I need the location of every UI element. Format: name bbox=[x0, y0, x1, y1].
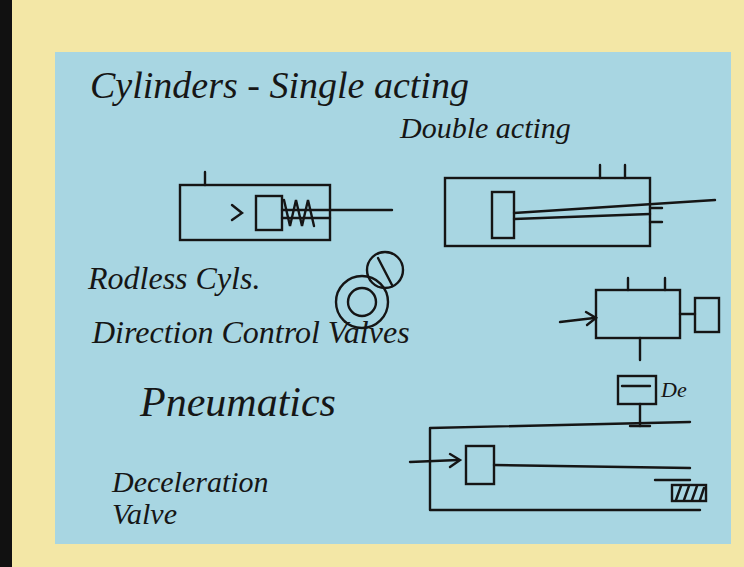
cylinder-type: Double acting bbox=[400, 112, 571, 144]
topic-text: Direction Control Valves bbox=[92, 316, 410, 350]
topic-text: Pneumatics bbox=[140, 380, 336, 424]
slide-heading: Cylinders - Single acting bbox=[90, 66, 469, 106]
topic-text: Deceleration Valve bbox=[112, 466, 312, 529]
topic-text: Rodless Cyls. bbox=[88, 262, 260, 296]
frame-strip bbox=[0, 0, 12, 567]
valve-label: De bbox=[661, 378, 687, 401]
